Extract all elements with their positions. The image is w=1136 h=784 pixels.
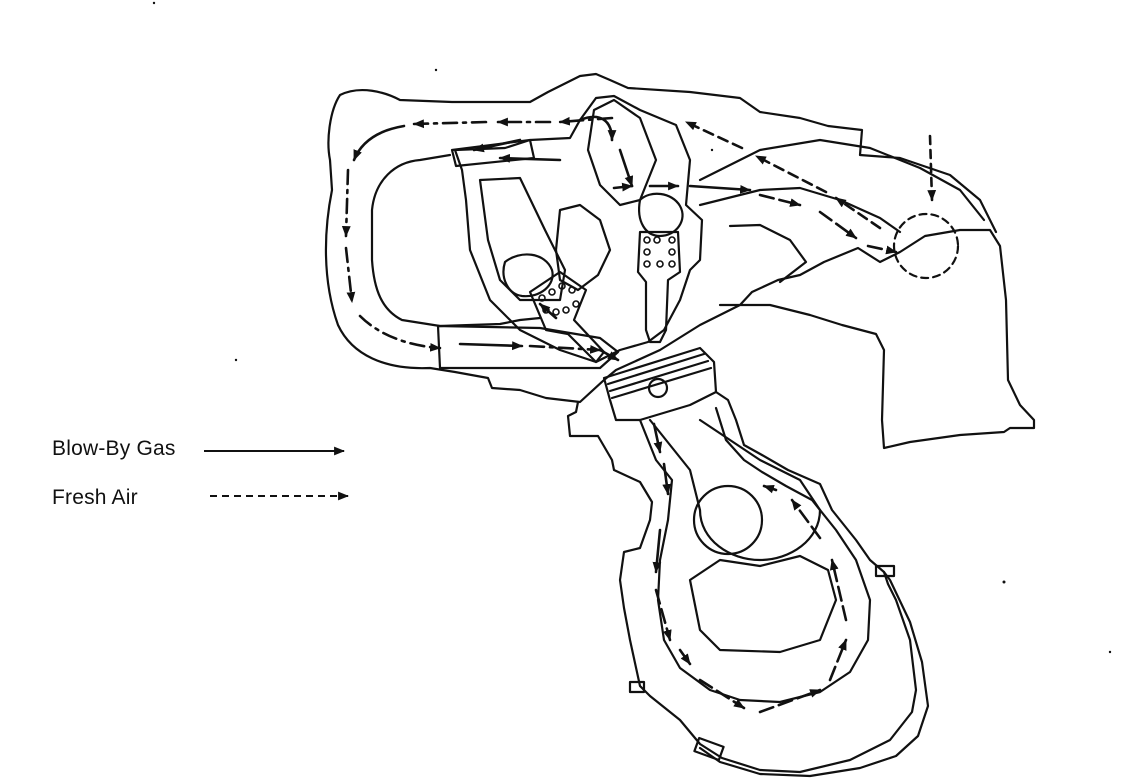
scan-specks — [152, 1, 1112, 654]
rocker-passage-inner — [370, 153, 542, 328]
legend-blowby-label: Blow-By Gas — [52, 437, 176, 460]
fresh-air-flow-arrows — [684, 120, 937, 230]
blowby-flow-arrows — [341, 115, 898, 714]
pan-bolt — [874, 564, 896, 578]
crank-journal — [692, 484, 764, 556]
lower-inlet-tube — [436, 324, 620, 370]
turbo-housing — [698, 138, 986, 222]
crank-counterweight — [688, 554, 838, 654]
intake-port — [478, 176, 567, 302]
exhaust-valve-port — [586, 98, 658, 207]
oil-pan — [698, 570, 930, 778]
connecting-rod — [648, 418, 822, 562]
cylinder-head-outline — [324, 72, 1036, 450]
turbo-wheel — [892, 212, 960, 280]
cam-lobe — [638, 192, 684, 238]
oil-cap-plate — [450, 138, 536, 168]
legend-lines — [204, 446, 350, 501]
cam-housing — [453, 94, 704, 364]
port-pocket — [502, 253, 554, 298]
drain-plug — [693, 736, 725, 762]
head-web — [554, 203, 612, 292]
legend-fresh-air-label: Fresh Air — [52, 486, 138, 509]
pan-clip — [628, 680, 646, 694]
manifold-flange — [728, 223, 808, 284]
right-valve-tappet — [636, 230, 682, 344]
crankcase-outline — [566, 390, 918, 774]
piston — [602, 346, 718, 422]
